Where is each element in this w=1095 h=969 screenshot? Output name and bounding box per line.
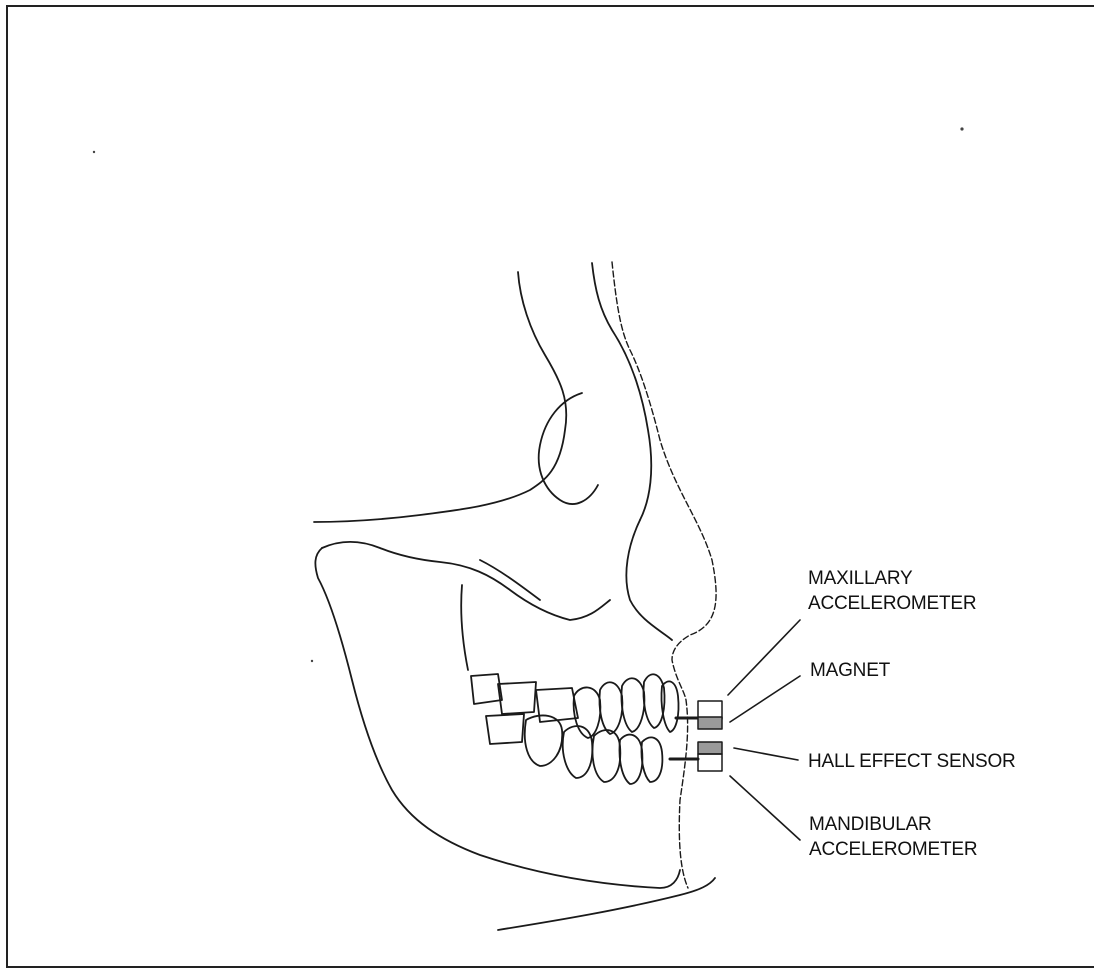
zygomatic-arch xyxy=(322,542,610,620)
mandible-outline xyxy=(315,548,680,888)
maxilla-outline xyxy=(626,520,672,640)
speck xyxy=(311,660,313,662)
speck xyxy=(93,151,95,153)
frontal-process-line xyxy=(592,263,651,520)
upper-teeth xyxy=(471,674,679,738)
speck xyxy=(960,127,963,130)
label-maxillary-line2: ACCELEROMETER xyxy=(808,591,976,616)
label-mandibular-line1: MANDIBULAR xyxy=(809,812,977,837)
chin-line xyxy=(498,878,715,930)
mandibular-accelerometer-box xyxy=(698,754,722,771)
magnet-box xyxy=(698,717,722,729)
label-mandibular-line2: ACCELEROMETER xyxy=(809,837,977,862)
hall-effect-sensor-box xyxy=(698,742,722,754)
label-maxillary-accelerometer: MAXILLARY ACCELEROMETER xyxy=(808,566,976,616)
nasal-bone-outline xyxy=(314,272,566,522)
soft-tissue-profile xyxy=(612,262,716,888)
label-magnet: MAGNET xyxy=(810,658,890,683)
lower-teeth xyxy=(486,714,662,784)
leader-hall xyxy=(734,748,798,760)
zygomatic-lower xyxy=(480,560,540,600)
label-mandibular-accelerometer: MANDIBULAR ACCELEROMETER xyxy=(809,812,977,862)
mandible-ramus xyxy=(461,585,468,670)
label-maxillary-line1: MAXILLARY xyxy=(808,566,976,591)
label-hall-effect-sensor: HALL EFFECT SENSOR xyxy=(808,749,1016,774)
leader-mandibular xyxy=(730,776,800,840)
nasal-cavity xyxy=(539,393,598,504)
